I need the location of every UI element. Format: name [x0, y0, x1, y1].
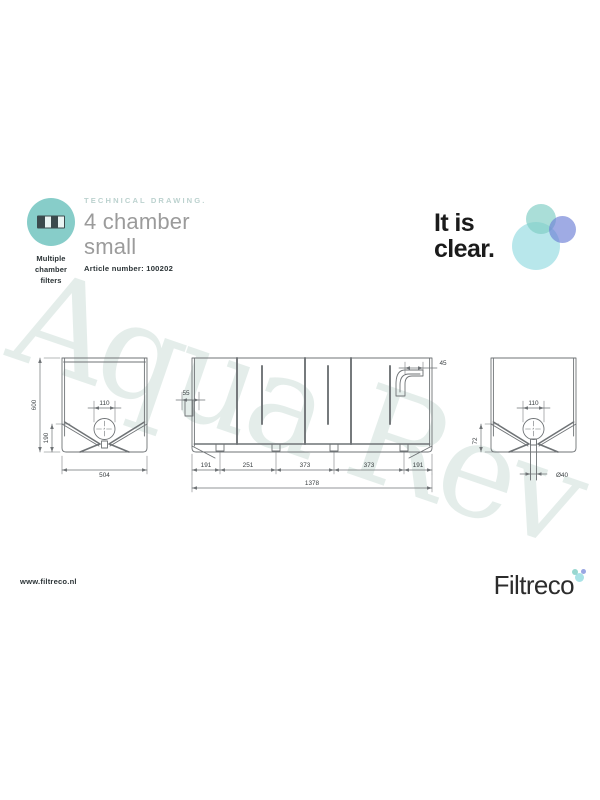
badge-caption: Multiple chamber filters	[20, 254, 82, 287]
page-title: 4 chamber small	[84, 209, 384, 259]
bubble-right-icon	[549, 216, 576, 243]
tagline-lockup: It is clear.	[418, 200, 588, 290]
side-view-middle	[175, 357, 438, 493]
dim-left-600: 600	[31, 399, 38, 410]
badge-caption-line-3: filters	[40, 275, 62, 285]
dim-mid-191b: 191	[413, 462, 424, 469]
rear-view-right	[479, 357, 577, 481]
brand-logo: Filtreco	[493, 565, 586, 605]
badge-circle	[27, 198, 75, 246]
dim-mid-1378: 1378	[305, 480, 320, 487]
tagline-text: It is clear.	[434, 209, 495, 263]
tagline-line-1: It is	[434, 209, 475, 237]
badge-caption-line-2: chamber	[35, 264, 67, 274]
dim-right-d40: Ø40	[556, 472, 569, 479]
dim-mid-45: 45	[439, 360, 447, 367]
dim-right-72: 72	[472, 437, 479, 445]
page-title-line-1: 4 chamber	[84, 209, 190, 234]
product-badge: Multiple chamber filters	[20, 198, 82, 287]
kicker-label: TECHNICAL DRAWING.	[84, 196, 207, 205]
brand-bubbles-icon	[572, 569, 588, 583]
tagline-line-2: clear.	[434, 235, 495, 263]
dim-mid-373a: 373	[300, 462, 311, 469]
drawing-svg: 110 504 600 190 55 45 191 251 373 373 19…	[31, 357, 577, 493]
dim-mid-373b: 373	[364, 462, 375, 469]
dim-left-504: 504	[99, 472, 110, 479]
front-view-left	[38, 357, 148, 475]
dim-mid-251: 251	[243, 462, 254, 469]
technical-drawing-canvas: 110 504 600 190 55 45 191 251 373 373 19…	[0, 340, 600, 510]
page-title-line-2: small	[84, 234, 137, 260]
title-block: TECHNICAL DRAWING. 4 chamber small Artic…	[84, 196, 384, 273]
brand-name: Filtreco	[493, 570, 575, 600]
dim-mid-55: 55	[182, 390, 190, 397]
bubbles-icon	[508, 204, 582, 276]
dim-mid-191a: 191	[201, 462, 212, 469]
dim-right-110: 110	[528, 400, 539, 407]
website-url[interactable]: www.filtreco.nl	[20, 577, 77, 586]
dim-left-110: 110	[99, 400, 110, 407]
dimension-labels: 110 504 600 190 55 45 191 251 373 373 19…	[31, 360, 568, 487]
badge-caption-line-1: Multiple	[36, 254, 66, 263]
footer: www.filtreco.nl Filtreco	[0, 565, 600, 610]
header: Multiple chamber filters TECHNICAL DRAWI…	[0, 190, 600, 300]
dim-left-190: 190	[43, 432, 50, 443]
article-number: Article number: 100202	[84, 264, 174, 274]
multi-chamber-filter-icon	[37, 215, 65, 229]
